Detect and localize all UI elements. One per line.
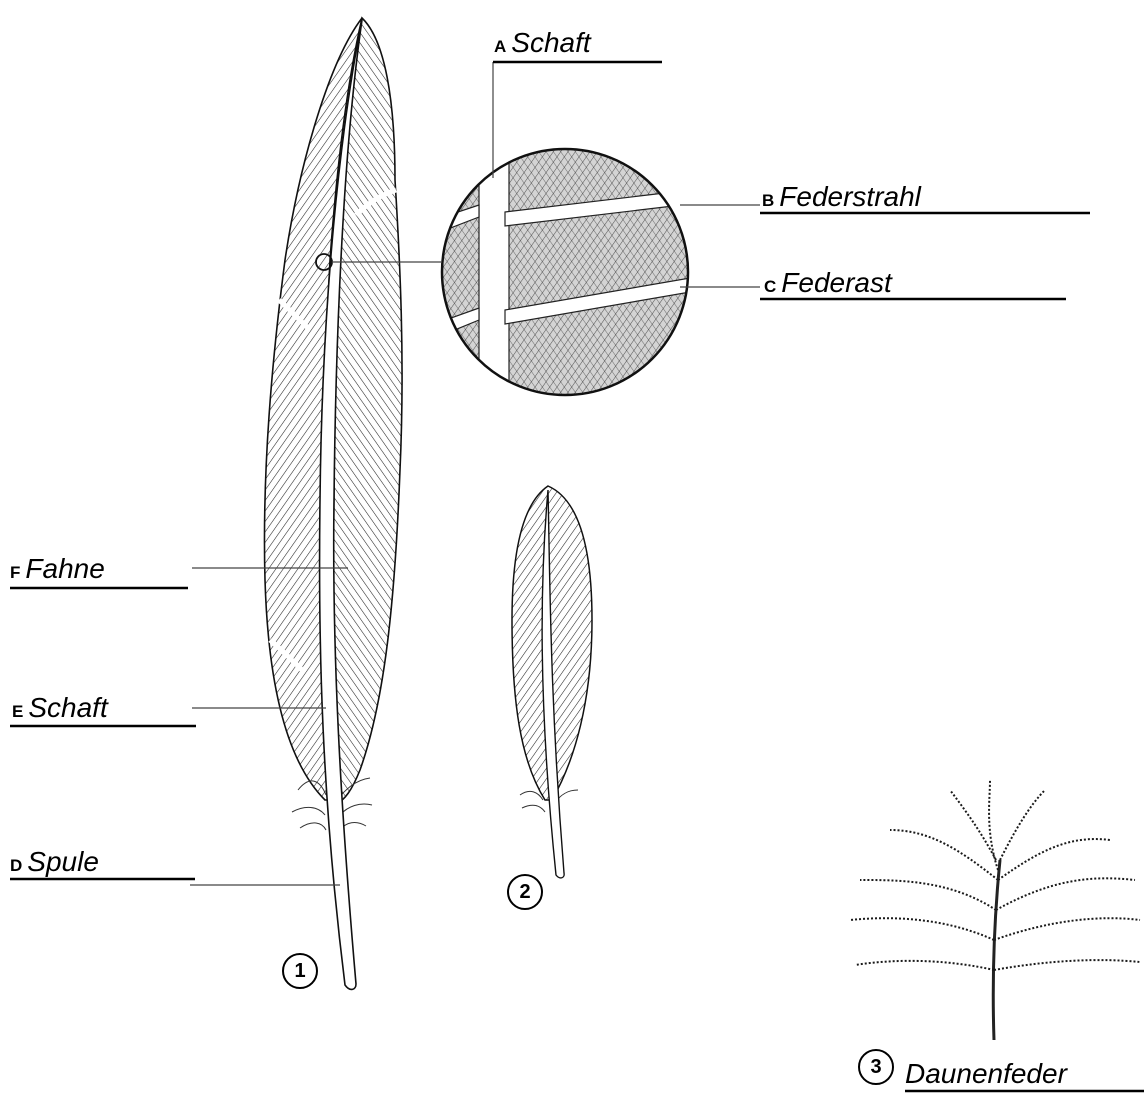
label-f: F Fahne [10,553,105,585]
feather-1 [264,18,402,989]
daunenfeder-word: Daunenfeder [905,1058,1067,1089]
label-a-word: Schaft [511,27,590,58]
label-d-letter: D [10,856,22,875]
label-d: D Spule [10,846,99,878]
feather-3-rachis [993,860,1000,1040]
label-a: A Schaft [494,27,591,59]
feather-2-number: 2 [507,874,543,910]
feather-2 [512,486,592,878]
label-c-word: Federast [781,267,892,298]
feather-3-number: 3 [858,1049,894,1085]
label-a-letter: A [494,37,506,56]
label-b-word: Federstrahl [779,181,921,212]
label-c-letter: C [764,277,776,296]
label-f-word: Fahne [25,553,104,584]
label-b: B Federstrahl [762,181,921,213]
feather-3 [850,780,1140,1040]
zoom-shaft [479,148,509,398]
label-d-word: Spule [27,846,99,877]
number-circles [283,875,893,1084]
label-e: E Schaft [12,692,108,724]
label-e-letter: E [12,702,23,721]
label-b-letter: B [762,191,774,210]
label-c: C Federast [764,267,892,299]
label-daunenfeder: Daunenfeder [905,1058,1067,1090]
label-e-word: Schaft [28,692,107,723]
feather-1-number: 1 [282,953,318,989]
zoom-detail [440,148,690,398]
label-f-letter: F [10,563,20,582]
